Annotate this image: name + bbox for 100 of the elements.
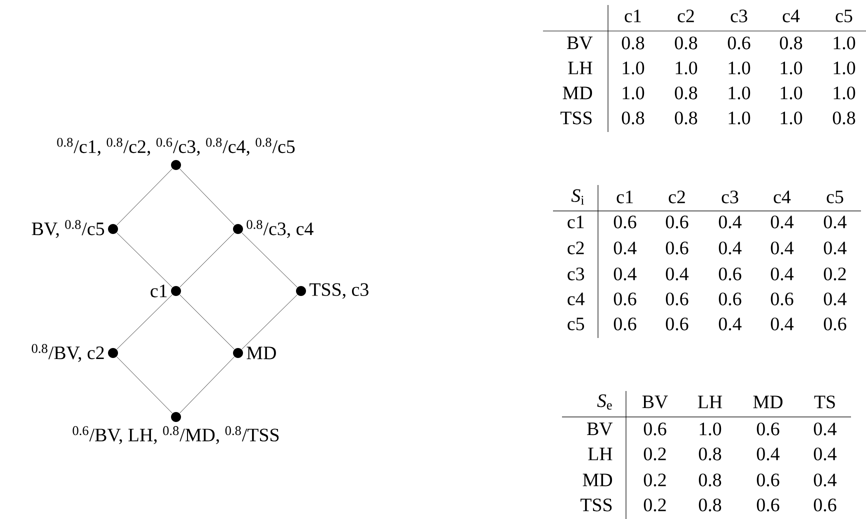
table-cell: 1.0: [728, 62, 750, 74]
table-cell: BV: [587, 422, 613, 436]
table-cell: TSS: [560, 112, 592, 124]
table-cell: 0.6: [770, 292, 794, 306]
table-cell: 0.6: [756, 498, 780, 512]
table-cell: 0.6: [614, 216, 636, 228]
edge-line: [179, 168, 235, 226]
table-cell: 1.0: [622, 86, 644, 100]
table-cell: 0.4: [718, 242, 742, 254]
table-cell: 1.0: [622, 62, 644, 74]
table-cell: c4: [568, 292, 585, 306]
table-cell: 0.6: [824, 318, 846, 330]
point-label: TSS, c3: [310, 283, 368, 299]
lattice-point: [171, 286, 181, 296]
table-cell: 0.8: [674, 112, 698, 124]
point-label: $^{0.8}$/c3, c4: [246, 220, 314, 238]
table-cell: 0.4: [770, 318, 794, 330]
table-cell: c5: [568, 318, 584, 330]
table-cell: 0.4: [718, 216, 742, 228]
edge-line: [116, 356, 173, 414]
table-cell: c3: [730, 10, 748, 22]
table-cell: LH: [568, 62, 592, 74]
edge-line: [116, 232, 172, 288]
edge-line: [179, 294, 235, 350]
edge-line: [116, 168, 173, 226]
table-cell: 0.8: [674, 86, 698, 100]
table-cell: 0.4: [666, 268, 689, 280]
table-cell: 0.6: [614, 292, 636, 306]
table-cell: 0.6: [814, 498, 836, 512]
table-cell: MD: [753, 396, 782, 408]
point-label: $^{0.6}$/BV, LH, $^{0.8}$/MD, $^{0.8}$/TSS: [72, 426, 279, 444]
edge-line: [242, 232, 298, 288]
table-cell: c3: [568, 268, 584, 280]
table-cell: 0.2: [644, 474, 666, 486]
point-label: BV, $^{0.8}$/c5: [32, 220, 104, 238]
lattice-point: [171, 412, 181, 422]
table-cell: 0.4: [614, 242, 637, 254]
table-cell: 0.6: [756, 422, 780, 436]
table-cell: 0.6: [718, 292, 742, 306]
table-cell: c4: [774, 190, 791, 204]
table-cell: 0.4: [756, 448, 780, 460]
table-cell: BV: [567, 36, 593, 50]
edge-line: [179, 232, 235, 288]
table-cell: MD: [562, 86, 592, 100]
lattice-point: [233, 224, 243, 234]
table-cell: 0.6: [666, 318, 688, 330]
table-cell: LH: [588, 448, 612, 460]
table-cell: 0.4: [814, 448, 837, 460]
table-cell: c2: [678, 10, 694, 22]
table-cell: 0.2: [644, 448, 666, 460]
lattice-point: [171, 160, 181, 170]
table-cell: MD: [582, 474, 612, 486]
point-label: MD: [246, 346, 276, 360]
table-cell: 0.8: [698, 448, 722, 460]
table-cell: 0.4: [814, 422, 837, 436]
table-cell: 0.8: [780, 36, 802, 50]
table-cell: c3: [722, 190, 738, 204]
table-cell: 0.8: [674, 36, 698, 50]
table-cell: 0.4: [824, 292, 847, 306]
point-label: c1: [150, 284, 167, 298]
point-label: $^{0.8}$/BV, c2: [32, 344, 104, 362]
table-cell: 1.0: [676, 62, 698, 74]
table-cell: LH: [698, 396, 722, 408]
table-cell: 1.0: [834, 86, 856, 100]
table-cell: 0.6: [666, 242, 688, 254]
table-cell: c5: [836, 10, 852, 22]
table-cell: 0.2: [644, 498, 666, 512]
table-cell: 1.0: [780, 112, 802, 124]
table-cell: 1.0: [728, 86, 750, 100]
lattice-point: [108, 348, 118, 358]
table-cell: 0.6: [614, 318, 636, 330]
table-cell: 0.8: [698, 498, 722, 512]
table-cell: 0.8: [832, 112, 856, 124]
table-cell: 1.0: [780, 86, 802, 100]
table-cell: 1.0: [780, 62, 802, 74]
table-cell: 1.0: [834, 62, 856, 74]
edge-line: [179, 356, 235, 414]
table-cell: 0.8: [698, 474, 722, 486]
table-cell: 0.6: [718, 268, 742, 280]
table-cell: 0.6: [666, 292, 688, 306]
lattice-point: [233, 348, 243, 358]
table-cell: c1: [568, 216, 584, 228]
table-cell: c4: [782, 10, 800, 22]
table-cell: 0.4: [770, 216, 794, 228]
table-cell: 0.8: [622, 36, 644, 50]
edge-line: [116, 294, 172, 350]
point-label: $^{0.8}$/c1, $^{0.8}$/c2, $^{0.6}$/c3, $^{0.8}$/c4, $^{0.8}$/c5: [57, 138, 295, 156]
table-cell: c5: [826, 190, 844, 204]
table-cell: 0.4: [824, 216, 847, 228]
table-cell: c1: [616, 190, 633, 204]
table-cell: 0.8: [622, 112, 644, 124]
table-cell: 0.6: [728, 36, 750, 50]
table-cell: 1.0: [728, 112, 750, 124]
edge-line: [242, 294, 298, 350]
lattice-point: [108, 224, 118, 234]
table-cell: 0.4: [770, 268, 794, 280]
table-cell: 0.4: [718, 318, 742, 330]
table-cell: TSS: [580, 498, 612, 512]
table-cell: S$_{e}$: [597, 394, 612, 410]
table-cell: 1.0: [700, 422, 722, 436]
